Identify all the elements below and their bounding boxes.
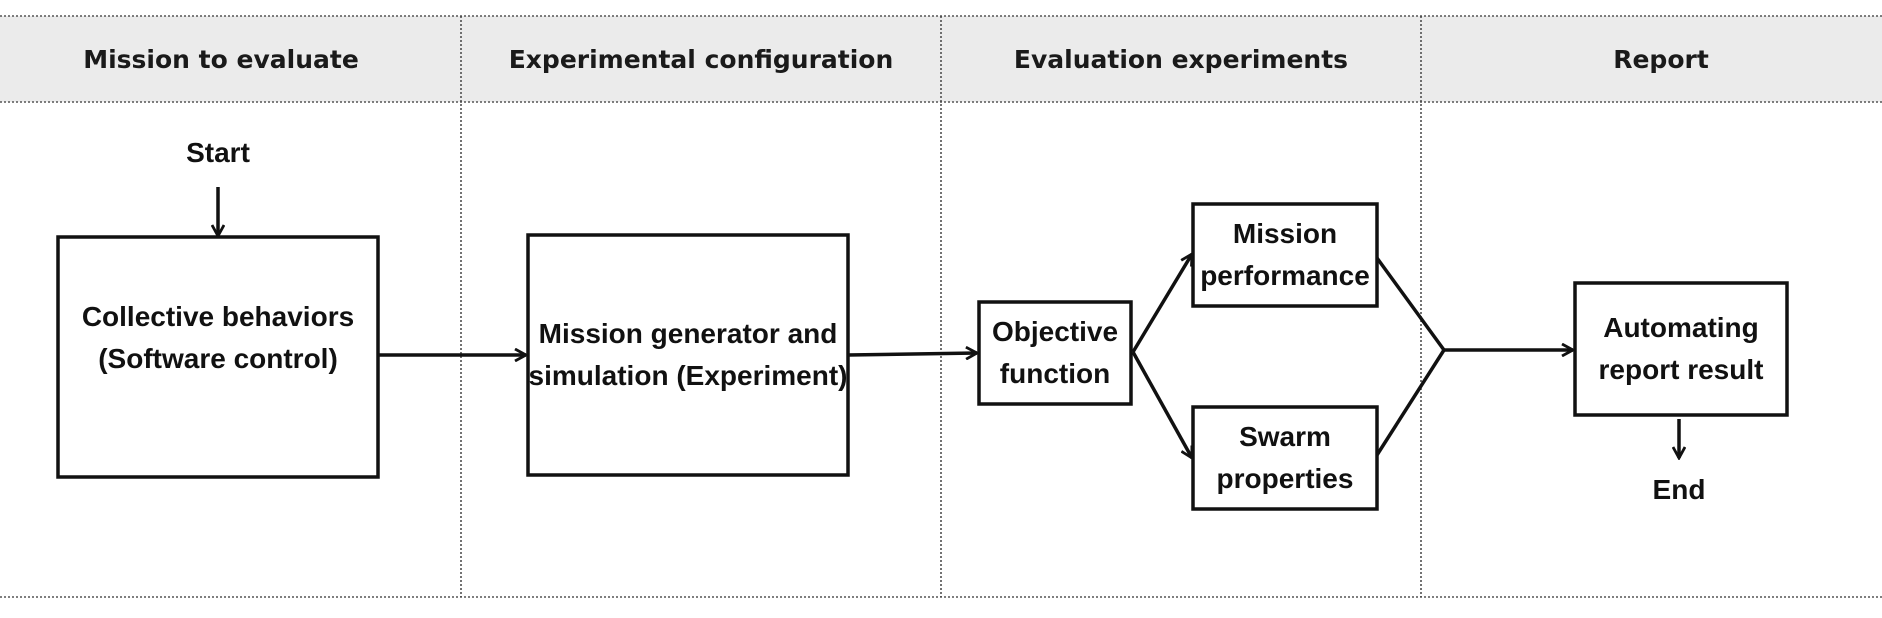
- objective-function-label-line-1: Objective: [992, 316, 1118, 347]
- lane-title-evaluation-experiments: Evaluation experiments: [1014, 45, 1348, 74]
- lane-title-mission-to-evaluate: Mission to evaluate: [83, 45, 359, 74]
- swarm-properties-label-line-1: Swarm: [1239, 421, 1331, 452]
- collective-behaviors-label-line-2: (Software control): [98, 343, 338, 374]
- mission-generator-box: [526, 233, 850, 477]
- edge-swarm-properties-merge: [1375, 349, 1446, 456]
- lane-header-band: [0, 16, 1882, 102]
- mission-generator-label-line-2: simulation (Experiment): [529, 360, 848, 391]
- edge-objective-to-swarm-properties: [1131, 351, 1194, 458]
- start-label: Start: [186, 137, 250, 168]
- end-label: End: [1653, 474, 1706, 505]
- lane-title-report: Report: [1613, 45, 1709, 74]
- swarm-properties-box: [1191, 405, 1379, 511]
- swarm-properties-label-line-2: properties: [1217, 463, 1354, 494]
- automating-report-label-line-1: Automating: [1603, 312, 1759, 343]
- edge-mission-performance-merge: [1375, 256, 1446, 352]
- lane-title-experimental-configuration: Experimental configuration: [509, 45, 894, 74]
- objective-function-label-line-2: function: [1000, 358, 1110, 389]
- edge-objective-to-mission-performance: [1131, 254, 1192, 353]
- mission-generator-label-line-1: Mission generator and: [539, 318, 838, 349]
- collective-behaviors-box: [56, 235, 380, 479]
- mission-performance-label-line-1: Mission: [1233, 218, 1337, 249]
- edge-generator-to-objective: [847, 353, 977, 355]
- automating-report-box: [1573, 281, 1789, 417]
- automating-report-label-line-2: report result: [1599, 354, 1764, 385]
- collective-behaviors-label-line-1: Collective behaviors: [82, 301, 354, 332]
- mission-performance-label-line-2: performance: [1200, 260, 1370, 291]
- mission-performance-box: [1191, 202, 1379, 308]
